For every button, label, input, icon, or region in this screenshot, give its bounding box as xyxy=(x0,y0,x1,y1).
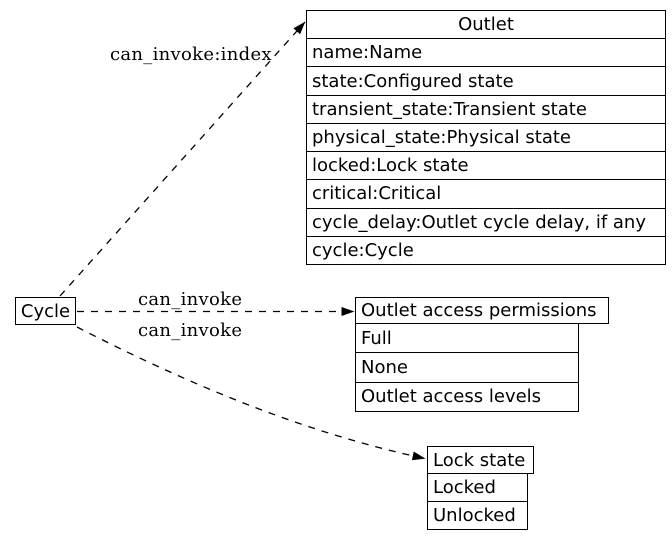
outlet-field-physical-state: physical_state:Physical state xyxy=(307,122,665,151)
lock-state-value-unlocked: Unlocked xyxy=(428,501,527,529)
outlet-field-name: name:Name xyxy=(307,38,665,66)
lock-state-value-locked: Locked xyxy=(433,477,496,498)
permissions-title-label: Outlet access permissions xyxy=(361,300,597,321)
permissions-node-title: Outlet access permissions xyxy=(355,297,609,324)
outlet-field-critical: critical:Critical xyxy=(307,179,665,207)
cycle-node-label: Cycle xyxy=(20,300,71,322)
permissions-value-full: Full xyxy=(361,327,392,349)
cycle-node: Cycle xyxy=(15,297,76,325)
outlet-node: Outlet name:Name state:Configured state … xyxy=(306,10,666,265)
permissions-value-outlet-access-levels: Outlet access levels xyxy=(356,381,578,411)
edge-label-can-invoke-lock: can_invoke xyxy=(138,320,243,341)
lock-state-title-label: Lock state xyxy=(433,449,526,471)
outlet-field-state: state:Configured state xyxy=(307,66,665,94)
outlet-node-title: Outlet xyxy=(458,14,514,36)
permissions-value-none: None xyxy=(356,352,578,381)
edge-cycle-to-lock-state xyxy=(76,326,426,461)
lock-state-node-body: Locked Unlocked xyxy=(427,473,528,530)
edge-label-can-invoke-index: can_invoke:index xyxy=(110,44,272,65)
lock-state-node-title: Lock state xyxy=(427,446,534,474)
outlet-field-transient-state: transient_state:Transient state xyxy=(307,94,665,123)
permissions-node-body: Full None Outlet access levels xyxy=(355,323,579,412)
outlet-field-cycle: cycle:Cycle xyxy=(307,235,665,264)
edge-label-can-invoke-permissions: can_invoke xyxy=(138,289,243,310)
outlet-field-locked: locked:Lock state xyxy=(307,151,665,179)
edge-cycle-to-outlet xyxy=(59,21,306,297)
outlet-field-cycle-delay: cycle_delay:Outlet cycle delay, if any xyxy=(307,207,665,236)
